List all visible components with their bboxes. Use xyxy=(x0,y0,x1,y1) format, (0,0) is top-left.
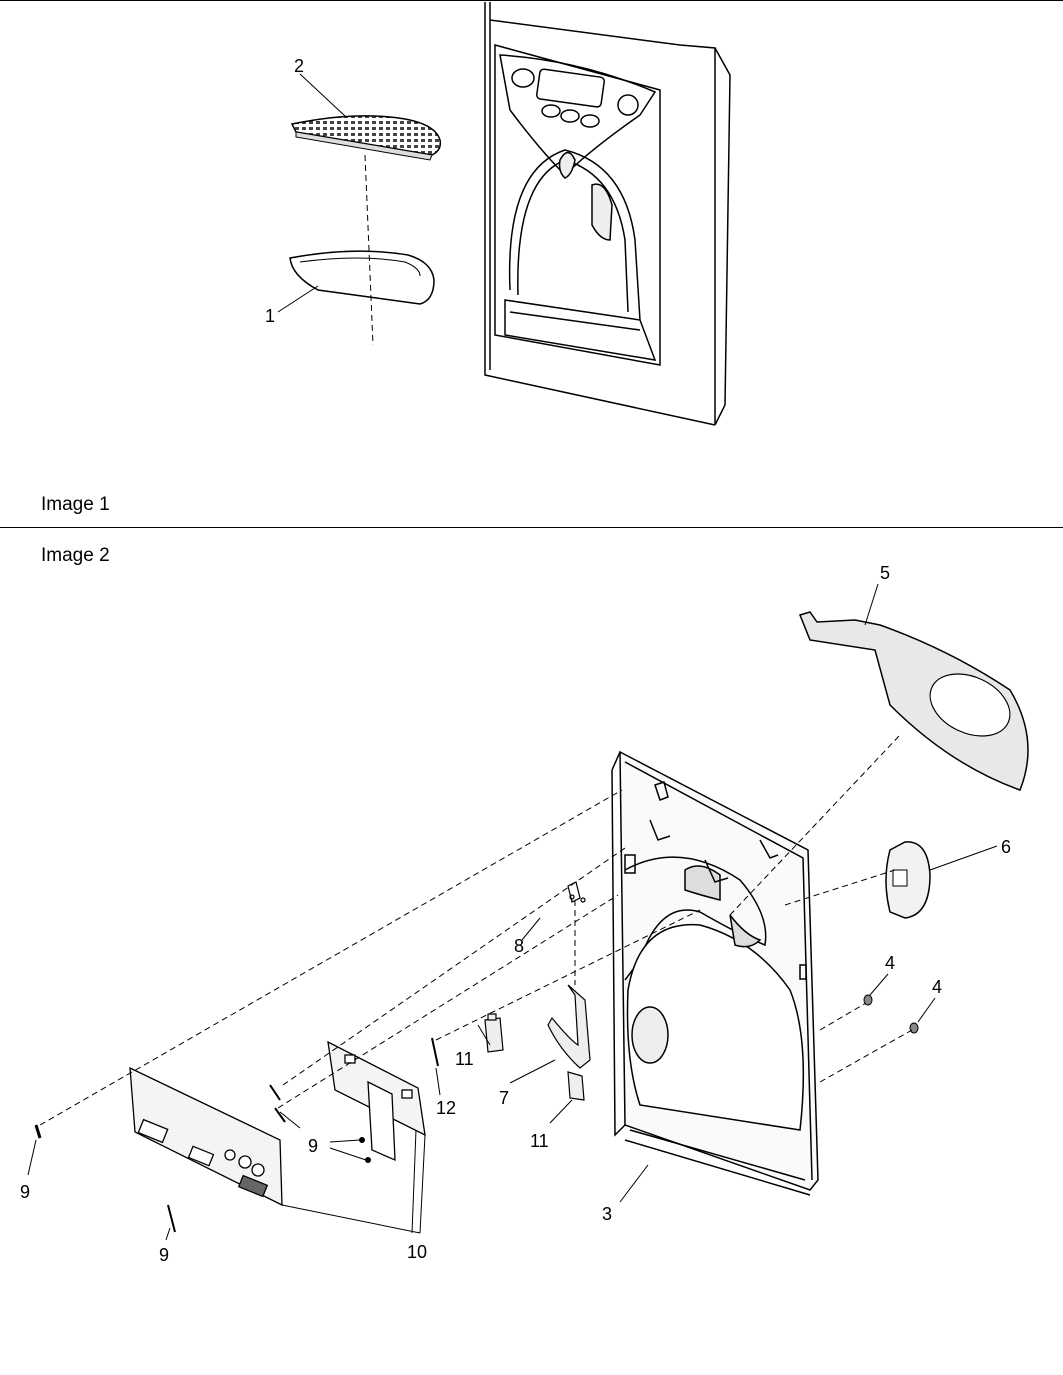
microswitch-lower xyxy=(567,1071,585,1101)
callout-1: 1 xyxy=(265,306,275,326)
dispenser-front-assembly xyxy=(484,2,731,426)
decal-panel xyxy=(798,611,1029,791)
top-divider xyxy=(0,0,1063,1)
screw-9b xyxy=(167,1204,176,1233)
callout-12: 12 xyxy=(436,1098,456,1118)
callout-6: 6 xyxy=(1001,837,1011,857)
callout-10: 10 xyxy=(407,1242,427,1262)
switch-clip xyxy=(567,881,586,903)
drip-tray xyxy=(289,250,435,305)
callout-labels: 1 2 5 6 4 4 8 11 7 11 12 9 9 9 10 3 xyxy=(20,56,1011,1265)
callout-5: 5 xyxy=(880,563,890,583)
callout-9b: 9 xyxy=(20,1182,30,1202)
callout-4a: 4 xyxy=(885,953,895,973)
callout-3: 3 xyxy=(602,1204,612,1224)
dispenser-housing xyxy=(611,750,819,1196)
section-divider xyxy=(0,527,1063,528)
image1-label: Image 1 xyxy=(41,494,110,515)
callout-2: 2 xyxy=(294,56,304,76)
microswitch-upper xyxy=(484,1013,504,1053)
drip-tray-grille xyxy=(290,115,442,161)
control-board xyxy=(129,1066,283,1207)
callout-11a: 11 xyxy=(455,1049,474,1069)
screw-9a xyxy=(34,1124,42,1139)
switch-cover xyxy=(885,841,931,919)
screw-9c xyxy=(269,1084,286,1123)
screw-12 xyxy=(431,1037,439,1067)
callout-9c: 9 xyxy=(159,1245,169,1265)
screw-4b xyxy=(909,1022,919,1034)
screw-4a xyxy=(863,994,873,1006)
board-bracket xyxy=(327,1040,426,1162)
callout-4b: 4 xyxy=(932,977,942,997)
actuator-lever xyxy=(547,984,591,1069)
callout-8: 8 xyxy=(514,936,524,956)
assembly-line-1 xyxy=(364,154,374,346)
image2-label: Image 2 xyxy=(41,545,110,566)
callout-11b: 11 xyxy=(530,1131,549,1151)
callout-7: 7 xyxy=(499,1088,509,1108)
screw-9d xyxy=(359,1137,371,1163)
leader-lines xyxy=(27,73,998,1241)
callout-9a: 9 xyxy=(308,1136,318,1156)
assembly-lines xyxy=(39,734,913,1126)
